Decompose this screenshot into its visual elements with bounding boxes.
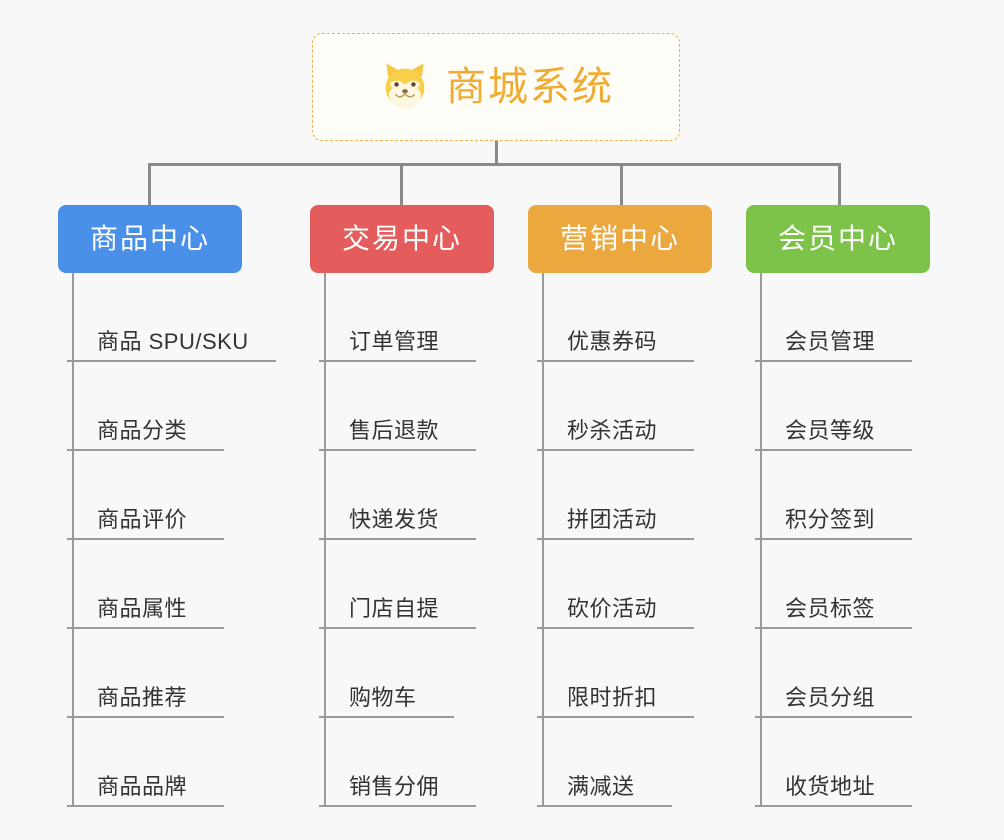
leaf-underline — [67, 627, 224, 629]
category-header-product[interactable]: 商品中心 — [58, 205, 242, 273]
list-item[interactable]: 拼团活动 — [528, 451, 694, 540]
list-item-label: 会员等级 — [785, 418, 876, 443]
list-item-label: 订单管理 — [349, 329, 440, 354]
leaf-underline — [755, 716, 912, 718]
list-item[interactable]: 优惠券码 — [528, 273, 694, 362]
list-item[interactable]: 商品品牌 — [58, 718, 249, 807]
list-item[interactable]: 会员管理 — [746, 273, 912, 362]
list-item-label: 优惠券码 — [567, 329, 658, 354]
list-item[interactable]: 售后退款 — [310, 362, 476, 451]
list-item-label: 购物车 — [349, 685, 417, 710]
category-header-trade[interactable]: 交易中心 — [310, 205, 494, 273]
list-item[interactable]: 商品评价 — [58, 451, 249, 540]
connector-drop-4 — [838, 163, 841, 207]
leaf-underline — [755, 627, 912, 629]
category-label: 营销中心 — [559, 223, 680, 254]
leaf-underline — [755, 538, 912, 540]
leaf-underline — [537, 627, 694, 629]
list-item-label: 会员管理 — [785, 329, 876, 354]
category-label: 会员中心 — [777, 223, 898, 254]
leaf-list-product: 商品 SPU/SKU 商品分类 商品评价 商品属性 商品推荐 商品品牌 — [58, 273, 276, 807]
list-item[interactable]: 购物车 — [310, 629, 454, 718]
list-item-label: 售后退款 — [349, 418, 440, 443]
list-item-label: 商品属性 — [97, 596, 188, 621]
leaf-underline — [755, 805, 912, 807]
list-item-label: 会员分组 — [785, 685, 876, 710]
connector-drop-1 — [148, 163, 151, 207]
list-item-label: 快递发货 — [349, 507, 440, 532]
list-item[interactable]: 会员分组 — [746, 629, 912, 718]
list-item[interactable]: 砍价活动 — [528, 540, 694, 629]
leaf-underline — [67, 716, 224, 718]
leaf-underline — [319, 627, 476, 629]
trunk-line-product — [72, 273, 74, 807]
leaf-underline — [537, 805, 672, 807]
list-item-label: 商品推荐 — [97, 685, 188, 710]
list-item[interactable]: 会员标签 — [746, 540, 912, 629]
category-header-marketing[interactable]: 营销中心 — [528, 205, 712, 273]
connector-horizontal-bar — [148, 163, 840, 166]
list-item-label: 商品评价 — [97, 507, 188, 532]
list-item-label: 砍价活动 — [567, 596, 658, 621]
category-header-member[interactable]: 会员中心 — [746, 205, 930, 273]
list-item[interactable]: 门店自提 — [310, 540, 476, 629]
list-item[interactable]: 商品分类 — [58, 362, 249, 451]
list-item[interactable]: 商品推荐 — [58, 629, 249, 718]
list-item[interactable]: 满减送 — [528, 718, 672, 807]
trunk-line-trade — [324, 273, 326, 807]
leaf-underline — [67, 805, 224, 807]
list-item[interactable]: 快递发货 — [310, 451, 476, 540]
leaf-underline — [319, 716, 454, 718]
list-item[interactable]: 秒杀活动 — [528, 362, 694, 451]
list-item-label: 拼团活动 — [567, 507, 658, 532]
leaf-underline — [319, 538, 476, 540]
leaf-underline — [319, 449, 476, 451]
category-label: 交易中心 — [341, 223, 462, 254]
leaf-list-marketing: 优惠券码 秒杀活动 拼团活动 砍价活动 限时折扣 满减送 — [528, 273, 694, 807]
leaf-underline — [755, 449, 912, 451]
leaf-underline — [67, 360, 276, 362]
list-item[interactable]: 商品 SPU/SKU — [58, 273, 276, 362]
leaf-underline — [67, 538, 224, 540]
connector-drop-3 — [620, 163, 623, 207]
leaf-underline — [67, 449, 224, 451]
list-item-label: 销售分佣 — [349, 774, 440, 799]
list-item-label: 商品分类 — [97, 418, 188, 443]
list-item[interactable]: 收货地址 — [746, 718, 912, 807]
list-item-label: 会员标签 — [785, 596, 876, 621]
list-item-label: 积分签到 — [785, 507, 876, 532]
root-title: 商城系统 — [446, 65, 614, 109]
list-item-label: 商品 SPU/SKU — [97, 329, 249, 354]
trunk-line-marketing — [542, 273, 544, 807]
leaf-underline — [319, 805, 476, 807]
list-item[interactable]: 会员等级 — [746, 362, 912, 451]
list-item[interactable]: 订单管理 — [310, 273, 476, 362]
list-item-label: 商品品牌 — [97, 774, 188, 799]
connector-root-stem — [495, 141, 498, 165]
shiba-inu-icon — [378, 60, 432, 114]
list-item[interactable]: 商品属性 — [58, 540, 249, 629]
list-item-label: 限时折扣 — [567, 685, 658, 710]
leaf-underline — [537, 538, 694, 540]
trunk-line-member — [760, 273, 762, 807]
list-item[interactable]: 积分签到 — [746, 451, 912, 540]
leaf-underline — [537, 716, 694, 718]
list-item[interactable]: 销售分佣 — [310, 718, 476, 807]
leaf-list-member: 会员管理 会员等级 积分签到 会员标签 会员分组 收货地址 — [746, 273, 912, 807]
root-node-shopping-mall-system[interactable]: 商城系统 — [312, 33, 680, 141]
list-item-label: 门店自提 — [349, 596, 440, 621]
leaf-underline — [537, 360, 694, 362]
list-item-label: 秒杀活动 — [567, 418, 658, 443]
leaf-underline — [319, 360, 476, 362]
list-item[interactable]: 限时折扣 — [528, 629, 694, 718]
leaf-list-trade: 订单管理 售后退款 快递发货 门店自提 购物车 销售分佣 — [310, 273, 476, 807]
category-label: 商品中心 — [89, 223, 210, 254]
leaf-underline — [755, 360, 912, 362]
connector-drop-2 — [400, 163, 403, 207]
leaf-underline — [537, 449, 694, 451]
list-item-label: 满减送 — [567, 774, 635, 799]
list-item-label: 收货地址 — [785, 774, 876, 799]
